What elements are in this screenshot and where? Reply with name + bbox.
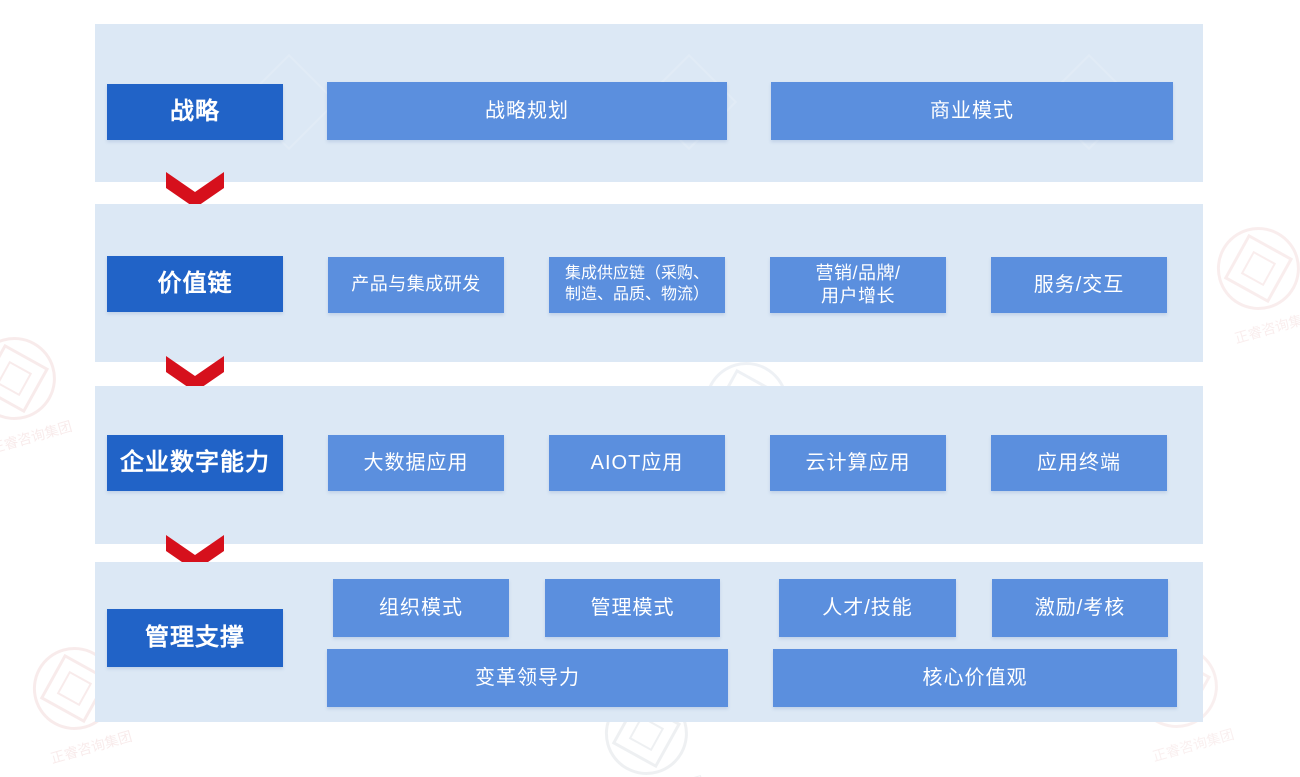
- band-management-support: 管理支撑 组织模式 管理模式 人才/技能 激励/考核 变革领导力 核心价值观: [95, 562, 1203, 722]
- label-management-support-text: 管理支撑: [145, 624, 245, 652]
- label-box-strategy: 战略: [107, 84, 283, 140]
- change-leadership-text: 变革领导力: [475, 667, 580, 689]
- svg-text:正睿咨询集团: 正睿咨询集团: [0, 418, 74, 457]
- svg-text:正睿咨询集团: 正睿咨询集团: [621, 773, 706, 777]
- watermark-stamp: 正睿咨询集团: [0, 319, 83, 464]
- label-box-value-chain: 价值链: [107, 256, 283, 312]
- product-rd-text: 产品与集成研发: [351, 274, 481, 295]
- band-digital-capability: 企业数字能力 大数据应用 AIOT应用 云计算应用 应用终端: [95, 386, 1203, 544]
- content-box-core-values: 核心价值观: [773, 649, 1177, 707]
- content-box-org-model: 组织模式: [333, 579, 509, 637]
- content-box-strategic-planning: 战略规划: [327, 82, 727, 140]
- content-box-product-rd: 产品与集成研发: [328, 257, 504, 313]
- content-box-service-interaction: 服务/交互: [991, 257, 1167, 313]
- business-model-text: 商业模式: [930, 100, 1014, 122]
- content-box-aiot: AIOT应用: [549, 435, 725, 491]
- incentive-assessment-text: 激励/考核: [1034, 597, 1126, 619]
- marketing-growth-text: 营销/品牌/ 用户增长: [815, 262, 901, 306]
- down-arrow-icon: [166, 172, 224, 208]
- org-model-text: 组织模式: [379, 597, 463, 619]
- band-strategy: 战略 战略规划 商业模式: [95, 24, 1203, 182]
- down-arrow-icon: [166, 356, 224, 392]
- svg-text:正睿咨询集团: 正睿咨询集团: [49, 728, 134, 767]
- aiot-text: AIOT应用: [590, 452, 684, 474]
- service-interaction-text: 服务/交互: [1033, 274, 1125, 296]
- label-strategy-text: 战略: [170, 98, 220, 126]
- content-box-talent-skills: 人才/技能: [779, 579, 956, 637]
- talent-skills-text: 人才/技能: [822, 597, 913, 619]
- content-box-application-terminal: 应用终端: [991, 435, 1167, 491]
- watermark-stamp: 正睿咨询集团: [1197, 209, 1300, 354]
- label-box-digital-capability: 企业数字能力: [107, 435, 283, 491]
- cloud-computing-text: 云计算应用: [805, 452, 911, 474]
- label-digital-capability-text: 企业数字能力: [120, 449, 270, 477]
- svg-text:正睿咨询集团: 正睿咨询集团: [1151, 726, 1236, 765]
- core-values-text: 核心价值观: [922, 667, 1028, 689]
- supply-chain-text: 集成供应链（采购、 制造、品质、物流）: [564, 265, 709, 303]
- label-value-chain-text: 价值链: [157, 270, 233, 298]
- band-value-chain: 价值链 产品与集成研发 集成供应链（采购、 制造、品质、物流） 营销/品牌/ 用…: [95, 204, 1203, 362]
- strategic-planning-text: 战略规划: [485, 100, 569, 122]
- content-box-cloud-computing: 云计算应用: [770, 435, 946, 491]
- mgmt-model-text: 管理模式: [590, 597, 675, 619]
- content-box-marketing-growth: 营销/品牌/ 用户增长: [770, 257, 946, 313]
- content-box-change-leadership: 变革领导力: [327, 649, 728, 707]
- content-box-supply-chain: 集成供应链（采购、 制造、品质、物流）: [549, 257, 725, 313]
- content-box-big-data: 大数据应用: [328, 435, 504, 491]
- label-box-management-support: 管理支撑: [107, 609, 283, 667]
- svg-text:正睿咨询集团: 正睿咨询集团: [1233, 308, 1300, 347]
- application-terminal-text: 应用终端: [1037, 452, 1121, 474]
- content-box-mgmt-model: 管理模式: [545, 579, 720, 637]
- content-box-business-model: 商业模式: [771, 82, 1173, 140]
- content-box-incentive-assessment: 激励/考核: [992, 579, 1168, 637]
- big-data-text: 大数据应用: [363, 452, 469, 474]
